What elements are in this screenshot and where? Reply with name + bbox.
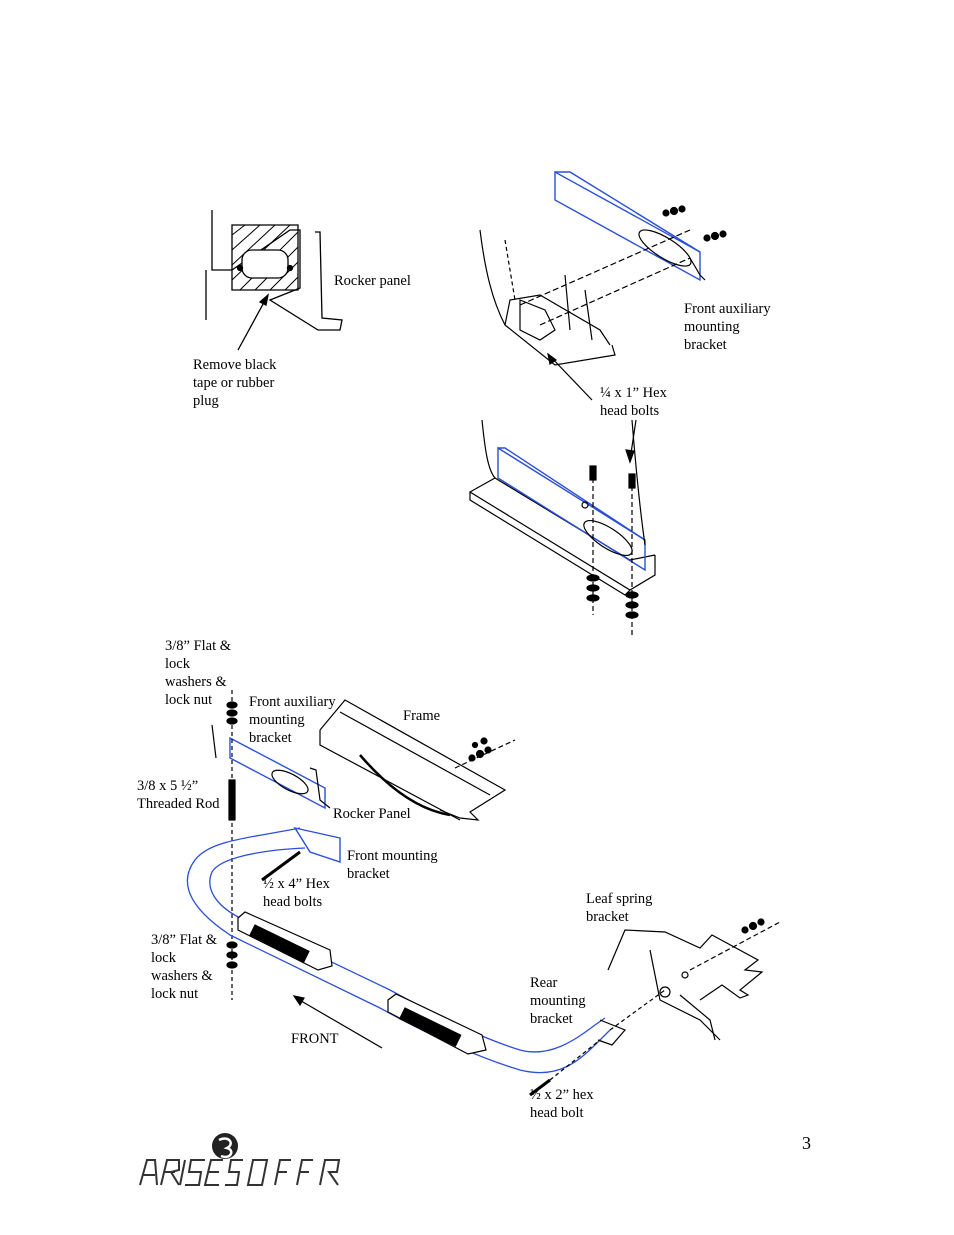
nerf-bar-assembly: [186, 690, 781, 1097]
label-half-4-hex-bolts: ½ x 4” Hex head bolts: [263, 876, 330, 910]
rocker-panel-figure: [205, 210, 343, 351]
label-flat-lock-washers-bottom: 3/8” Flat & lock washers & lock nut: [151, 932, 218, 1002]
aries-ram-logo-icon: [212, 1133, 238, 1159]
label-frame: Frame: [403, 708, 441, 724]
label-front-mounting-bracket: Front mounting bracket: [347, 848, 438, 882]
label-flat-lock-washers-top: 3/8” Flat & lock washers & lock nut: [165, 638, 232, 708]
page-number: 3: [802, 1133, 811, 1153]
label-rear-mounting-bracket: Rear mounting bracket: [530, 975, 586, 1027]
label-quarter-hex-bolts: ¼ x 1” Hex head bolts: [600, 385, 667, 419]
label-half-2-hex-bolt: ½ x 2” hex head bolt: [530, 1087, 594, 1121]
label-front-aux-bracket-main: Front auxiliary mounting bracket: [249, 694, 336, 746]
label-rocker-panel: Rocker panel: [334, 273, 411, 289]
aux-bracket-figure-installed: [468, 419, 656, 635]
label-rocker-panel-main: Rocker Panel: [333, 806, 411, 822]
label-leaf-spring-bracket: Leaf spring bracket: [586, 891, 653, 925]
aries-offroad-logo: [139, 1133, 341, 1186]
label-threaded-rod: 3/8 x 5 ½” Threaded Rod: [137, 778, 220, 812]
label-front-direction: FRONT: [291, 1031, 339, 1047]
aux-bracket-figure-top: [479, 170, 727, 401]
label-remove-tape: Remove black tape or rubber plug: [193, 357, 277, 409]
label-front-aux-bracket-top: Front auxiliary mounting bracket: [684, 301, 771, 353]
